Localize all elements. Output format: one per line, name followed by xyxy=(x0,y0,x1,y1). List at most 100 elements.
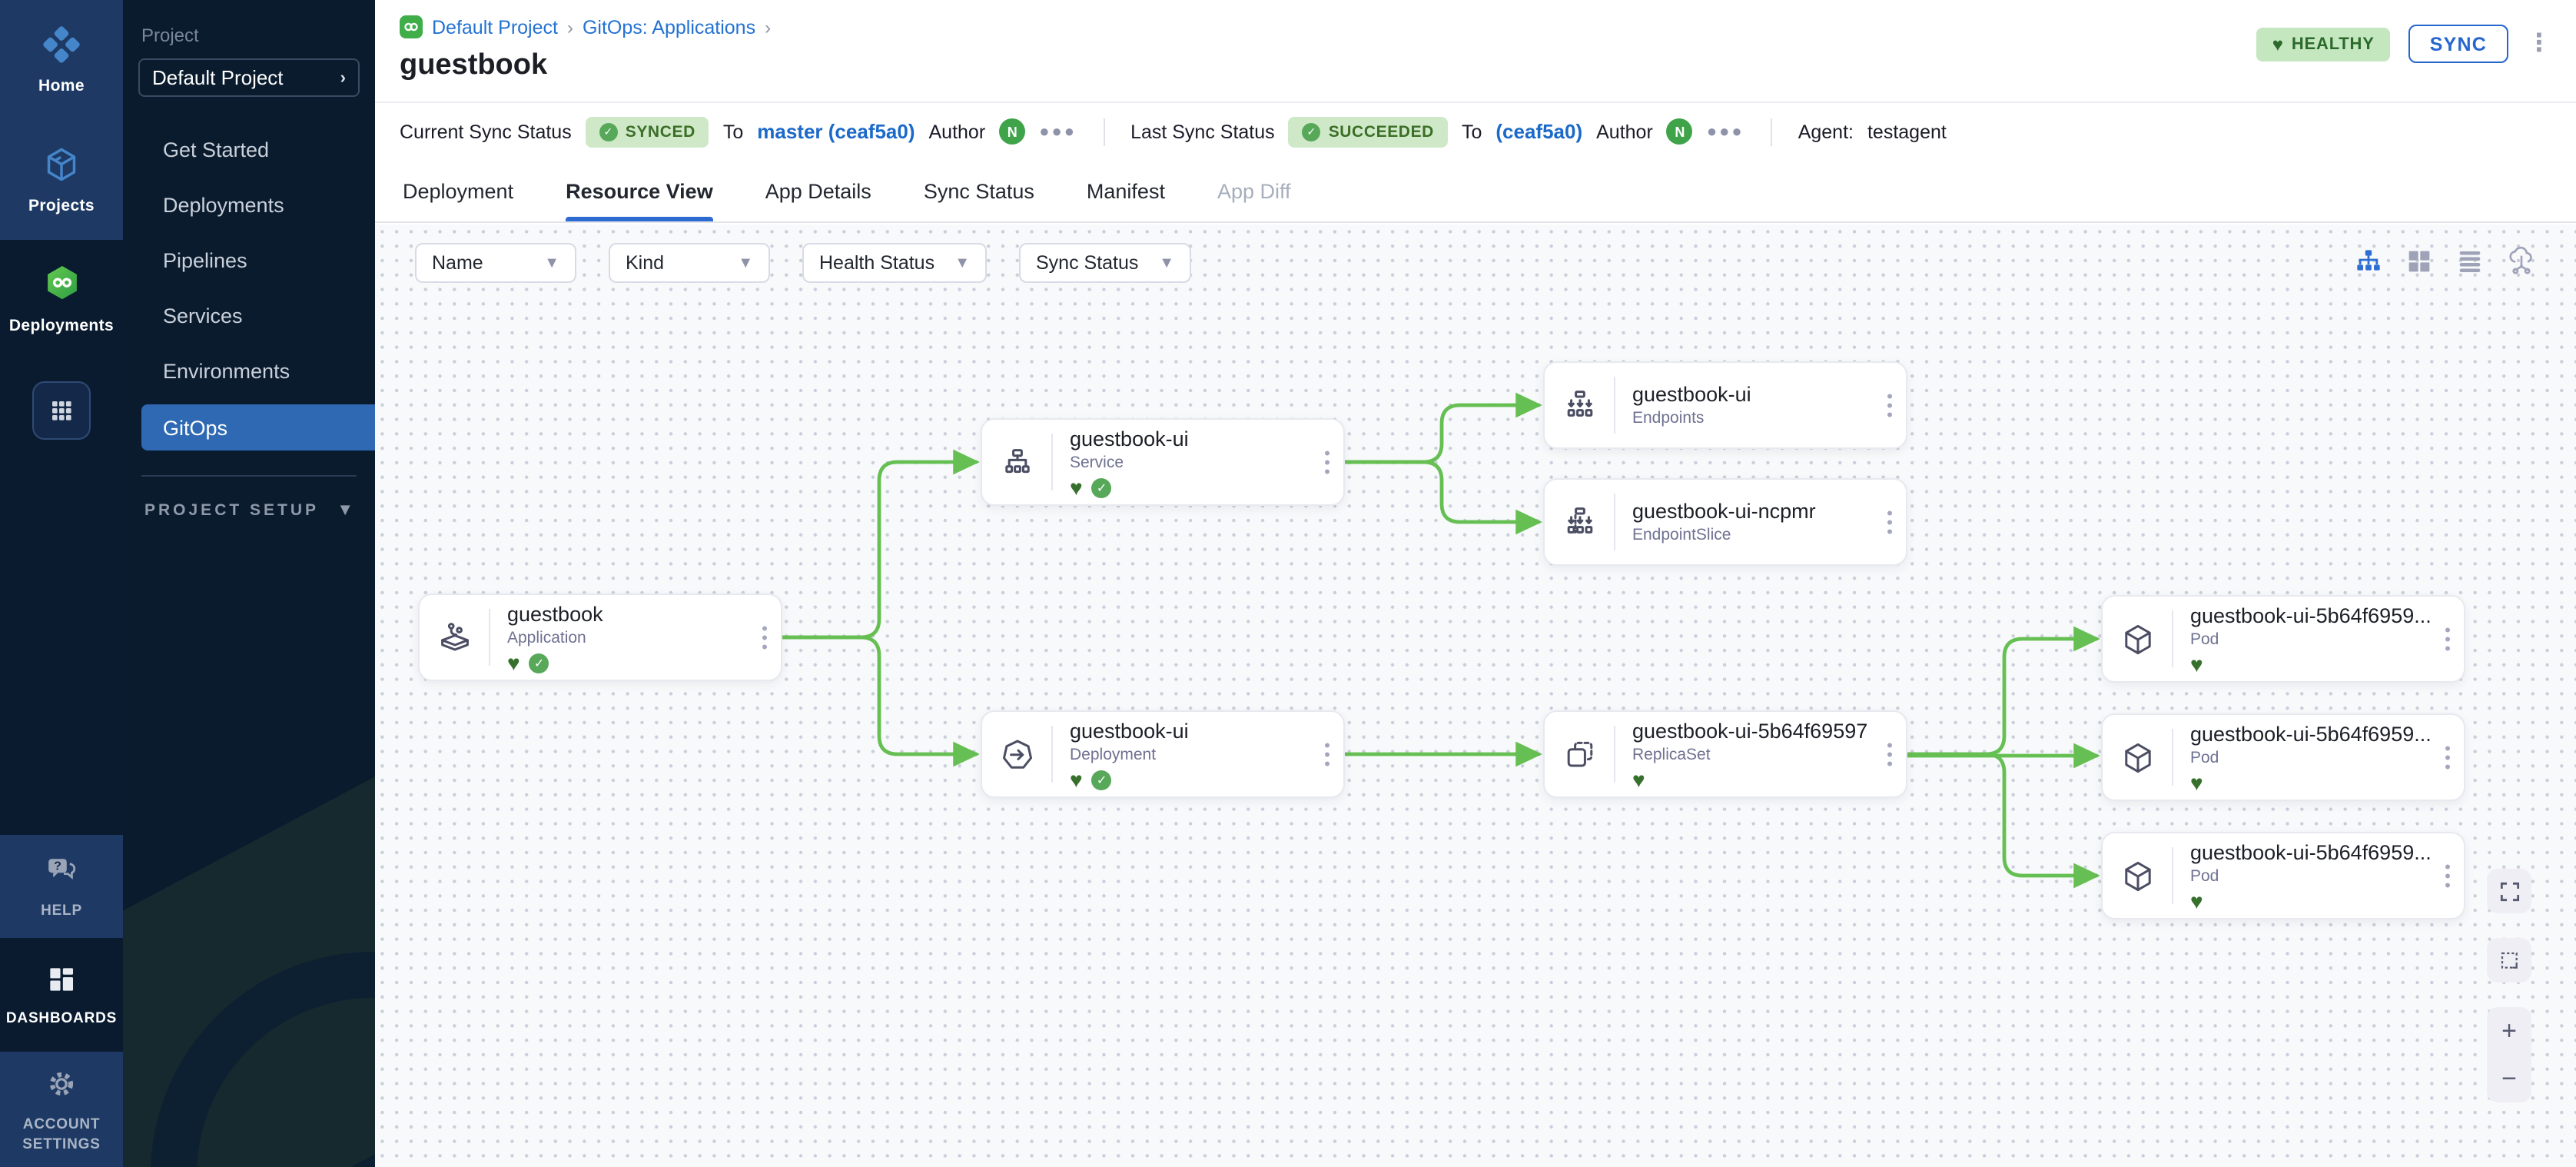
resource-node-pod-pod2[interactable]: guestbook-ui-5b64f6959... Pod ♥ xyxy=(2101,713,2465,801)
filter-name[interactable]: Name▼ xyxy=(415,243,576,283)
header-actions: ♥HEALTHY SYNC ⋮ xyxy=(2256,25,2551,63)
resource-node-endpoints-ep[interactable]: guestbook-ui Endpoints xyxy=(1543,361,1907,449)
healthy-heart-icon: ♥ xyxy=(507,650,520,674)
node-more-options-icon[interactable] xyxy=(2445,863,2450,888)
to-label: To xyxy=(1461,121,1482,142)
node-more-options-icon[interactable] xyxy=(2445,745,2450,770)
node-divider xyxy=(1614,377,1615,434)
filter-sync-status[interactable]: Sync Status▼ xyxy=(1019,243,1191,283)
project-setup-toggle[interactable]: PROJECT SETUP ▼ xyxy=(144,501,354,520)
node-more-options-icon[interactable] xyxy=(1324,450,1329,474)
more-options-icon[interactable]: ⋮ xyxy=(2527,30,2551,56)
breadcrumb: Default Project › GitOps: Applications › xyxy=(400,15,2576,38)
gitops-icon xyxy=(400,15,423,38)
edge-app-svc xyxy=(780,449,980,640)
module-item-account-settings[interactable]: ACCOUNT SETTINGS xyxy=(0,1052,123,1167)
sidebar-item-deployments[interactable]: Deployments xyxy=(163,193,284,216)
node-status-badges: ♥ xyxy=(2190,651,2464,676)
project-label: Project xyxy=(141,25,199,46)
node-more-options-icon[interactable] xyxy=(1887,742,1892,766)
breadcrumb-project-link[interactable]: Default Project xyxy=(432,16,558,38)
synced-check-icon: ✓ xyxy=(1091,477,1112,497)
sidebar-item-get-started[interactable]: Get Started xyxy=(163,138,270,161)
last-target-link[interactable]: (ceaf5a0) xyxy=(1495,120,1583,143)
node-more-options-icon[interactable] xyxy=(1887,393,1892,417)
zoom-in-button[interactable]: + xyxy=(2501,1016,2517,1046)
tab-sync-status[interactable]: Sync Status xyxy=(923,180,1034,203)
resource-node-deployment-dep[interactable]: guestbook-ui Deployment ♥✓ xyxy=(981,710,1345,798)
zoom-out-button[interactable]: − xyxy=(2501,1064,2517,1093)
edge-rs-pod1 xyxy=(1905,626,2100,756)
node-text: guestbook-ui-ncpmr EndpointSlice xyxy=(1632,500,1906,544)
node-more-options-icon[interactable] xyxy=(1324,742,1329,766)
filter-kind[interactable]: Kind▼ xyxy=(609,243,770,283)
endpoints-icon xyxy=(1545,387,1614,424)
node-kind: Pod xyxy=(2190,748,2219,766)
module-label: HELP xyxy=(41,903,82,919)
resource-node-application-app[interactable]: guestbook Application ♥✓ xyxy=(418,593,782,681)
view-toggle-list-icon[interactable] xyxy=(2455,246,2485,277)
node-more-options-icon[interactable] xyxy=(2445,627,2450,651)
projects-icon xyxy=(41,144,81,191)
divider xyxy=(1770,118,1772,145)
node-text: guestbook-ui Deployment ♥✓ xyxy=(1070,719,1343,790)
node-text: guestbook-ui Endpoints xyxy=(1632,383,1906,427)
breadcrumb-separator: › xyxy=(566,16,573,38)
marquee-select-button[interactable] xyxy=(2487,938,2531,982)
node-kind: EndpointSlice xyxy=(1632,526,1731,544)
fullscreen-button[interactable] xyxy=(2487,869,2531,913)
module-item-projects[interactable]: Projects xyxy=(0,120,123,240)
project-selector-value: Default Project xyxy=(152,66,284,89)
tab-resource-view[interactable]: Resource View xyxy=(566,180,713,221)
module-item-dashboards[interactable]: DASHBOARDS xyxy=(0,938,123,1052)
module-item-home[interactable]: Home xyxy=(0,0,123,120)
replicaset-icon xyxy=(1545,736,1614,773)
more-commits-button[interactable]: ●●● xyxy=(1706,122,1744,141)
sidebar-item-pipelines[interactable]: Pipelines xyxy=(163,248,247,271)
resource-node-pod-pod3[interactable]: guestbook-ui-5b64f6959... Pod ♥ xyxy=(2101,832,2465,919)
author-label: Author xyxy=(928,121,986,142)
sidebar-item-services[interactable]: Services xyxy=(163,304,243,327)
healthy-heart-icon: ♥ xyxy=(2190,651,2203,676)
sidebar-item-gitops[interactable]: GitOps xyxy=(141,404,375,451)
resource-node-pod-pod1[interactable]: guestbook-ui-5b64f6959... Pod ♥ xyxy=(2101,595,2465,683)
dashboards-icon xyxy=(45,962,78,1003)
tab-app-details[interactable]: App Details xyxy=(765,180,871,203)
node-text: guestbook-ui-5b64f69597 ReplicaSet ♥ xyxy=(1632,719,1906,790)
view-toggle-network-icon[interactable] xyxy=(2505,246,2536,277)
view-toggle-bar xyxy=(2353,246,2536,277)
resource-node-replicaset-rs[interactable]: guestbook-ui-5b64f69597 ReplicaSet ♥ xyxy=(1543,710,1907,798)
filter-health-status[interactable]: Health Status▼ xyxy=(802,243,987,283)
pod-icon xyxy=(2103,857,2172,894)
sync-button[interactable]: SYNC xyxy=(2408,25,2508,63)
breadcrumb-gitops-link[interactable]: GitOps: Applications xyxy=(582,16,756,38)
more-commits-button[interactable]: ●●● xyxy=(1039,122,1077,141)
node-status-badges: ♥ xyxy=(2190,889,2464,911)
tab-deployment[interactable]: Deployment xyxy=(403,180,514,203)
module-item-deployments[interactable]: Deployments xyxy=(0,240,123,360)
module-item-help[interactable]: ? HELP xyxy=(0,835,123,938)
node-more-options-icon[interactable] xyxy=(762,625,767,650)
current-target-link[interactable]: master (ceaf5a0) xyxy=(757,120,915,143)
view-toggle-tree-icon[interactable] xyxy=(2353,246,2384,277)
node-divider xyxy=(2172,610,2173,667)
synced-badge: ✓SYNCED xyxy=(585,116,709,147)
resource-node-service-svc[interactable]: guestbook-ui Service ♥✓ xyxy=(981,418,1345,506)
module-switcher-button[interactable] xyxy=(32,381,91,440)
view-toggle-grid-icon[interactable] xyxy=(2404,246,2435,277)
project-selector[interactable]: Default Project › xyxy=(138,58,360,97)
resource-node-endpointslice-eps[interactable]: guestbook-ui-ncpmr EndpointSlice xyxy=(1543,478,1907,566)
resource-graph-canvas[interactable]: Name▼ Kind▼ Health Status▼ Sync Status▼ gue… xyxy=(375,224,2576,1167)
module-label: Deployments xyxy=(8,317,115,335)
tab-bar: Deployment Resource View App Details Sync S… xyxy=(375,160,2576,223)
tab-manifest[interactable]: Manifest xyxy=(1086,180,1165,203)
health-status-badge: ♥HEALTHY xyxy=(2256,27,2390,61)
project-setup-label: PROJECT SETUP xyxy=(144,501,320,520)
node-more-options-icon[interactable] xyxy=(1887,510,1892,534)
sidebar-item-environments[interactable]: Environments xyxy=(163,359,290,382)
node-kind: Endpoints xyxy=(1632,409,1705,427)
node-name: guestbook-ui-5b64f6959... xyxy=(2190,603,2432,627)
